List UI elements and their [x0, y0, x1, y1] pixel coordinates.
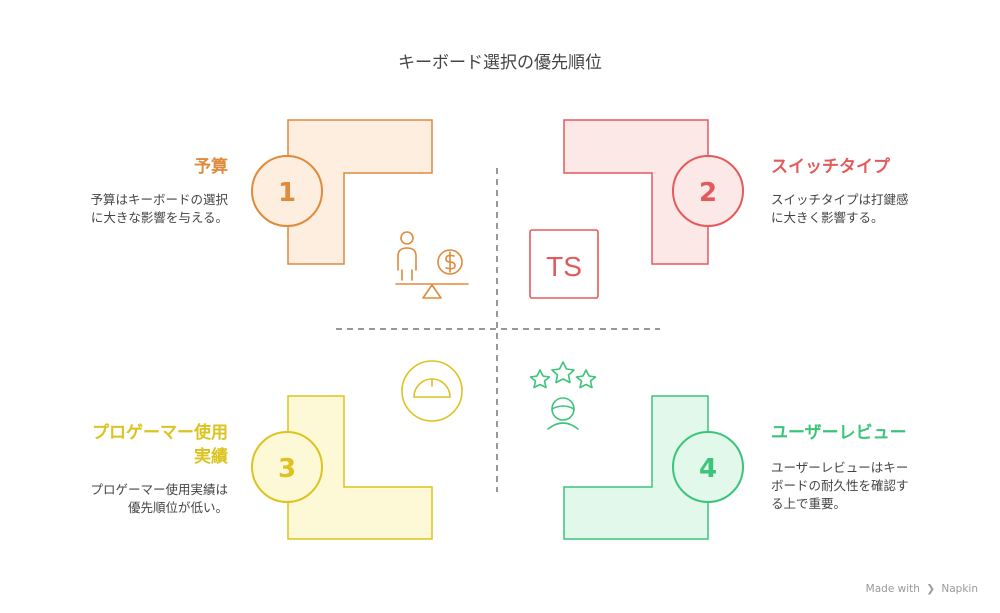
item-3-title: プロゲーマー使用 実績 [8, 421, 228, 469]
badge-4: 4 [672, 431, 744, 503]
quadrant-3-shape [287, 395, 433, 540]
badge-2: 2 [672, 155, 744, 227]
item-2-title: スイッチタイプ [771, 157, 890, 177]
item-2-description-line: に大きく影響する。 [771, 210, 884, 225]
badge-2-number: 2 [699, 178, 717, 208]
item-4-description: ユーザーレビューはキー ボードの耐久性を確認す る上で重要。 [771, 459, 971, 513]
review-stars-icon [529, 361, 597, 430]
ts-label: TS [546, 251, 582, 282]
item-4-description-line: ユーザーレビューはキー [771, 460, 909, 475]
item-3-title-line: プロゲーマー使用 [92, 423, 228, 443]
badge-3-number: 3 [278, 454, 296, 484]
item-1-description-line: 予算はキーボードの選択 [90, 192, 228, 207]
item-1-title: 予算 [194, 157, 228, 177]
napkin-brand-label: Napkin [941, 583, 978, 595]
item-4-title: ユーザーレビュー [771, 423, 907, 443]
item-2-description-line: スイッチタイプは打鍵感 [771, 192, 909, 207]
quadrant-2-shape [563, 119, 709, 265]
item-3-description-line: プロゲーマー使用実績は [90, 482, 228, 497]
item-3-description-line: 優先順位が低い。 [127, 500, 228, 515]
badge-1: 1 [251, 155, 323, 227]
diagram-title: キーボード選択の優先順位 [398, 53, 602, 73]
made-with-label: Made with [865, 583, 920, 595]
badge-1-number: 1 [278, 178, 296, 208]
badge-4-number: 4 [699, 454, 717, 484]
badge-3: 3 [251, 431, 323, 503]
budget-balance-icon [395, 231, 469, 299]
item-4-description-line: ボードの耐久性を確認す [771, 478, 909, 493]
quadrant-1-shape [287, 119, 433, 265]
item-3-description: プロゲーマー使用実績は 優先順位が低い。 [8, 481, 228, 517]
item-1-description: 予算はキーボードの選択 に大きな影響を与える。 [28, 191, 228, 227]
quadrant-4-shape [563, 395, 709, 540]
item-4-description-line: る上で重要。 [771, 496, 847, 511]
ts-switch-icon: TS [529, 229, 599, 299]
item-1-description-line: に大きな影響を与える。 [90, 210, 228, 225]
napkin-logo-icon: ❯ [926, 583, 936, 595]
napkin-footer[interactable]: Made with ❯ Napkin [866, 583, 978, 595]
protractor-icon [401, 360, 463, 422]
item-3-title-line: 実績 [194, 447, 228, 467]
item-2-description: スイッチタイプは打鍵感 に大きく影響する。 [771, 191, 971, 227]
